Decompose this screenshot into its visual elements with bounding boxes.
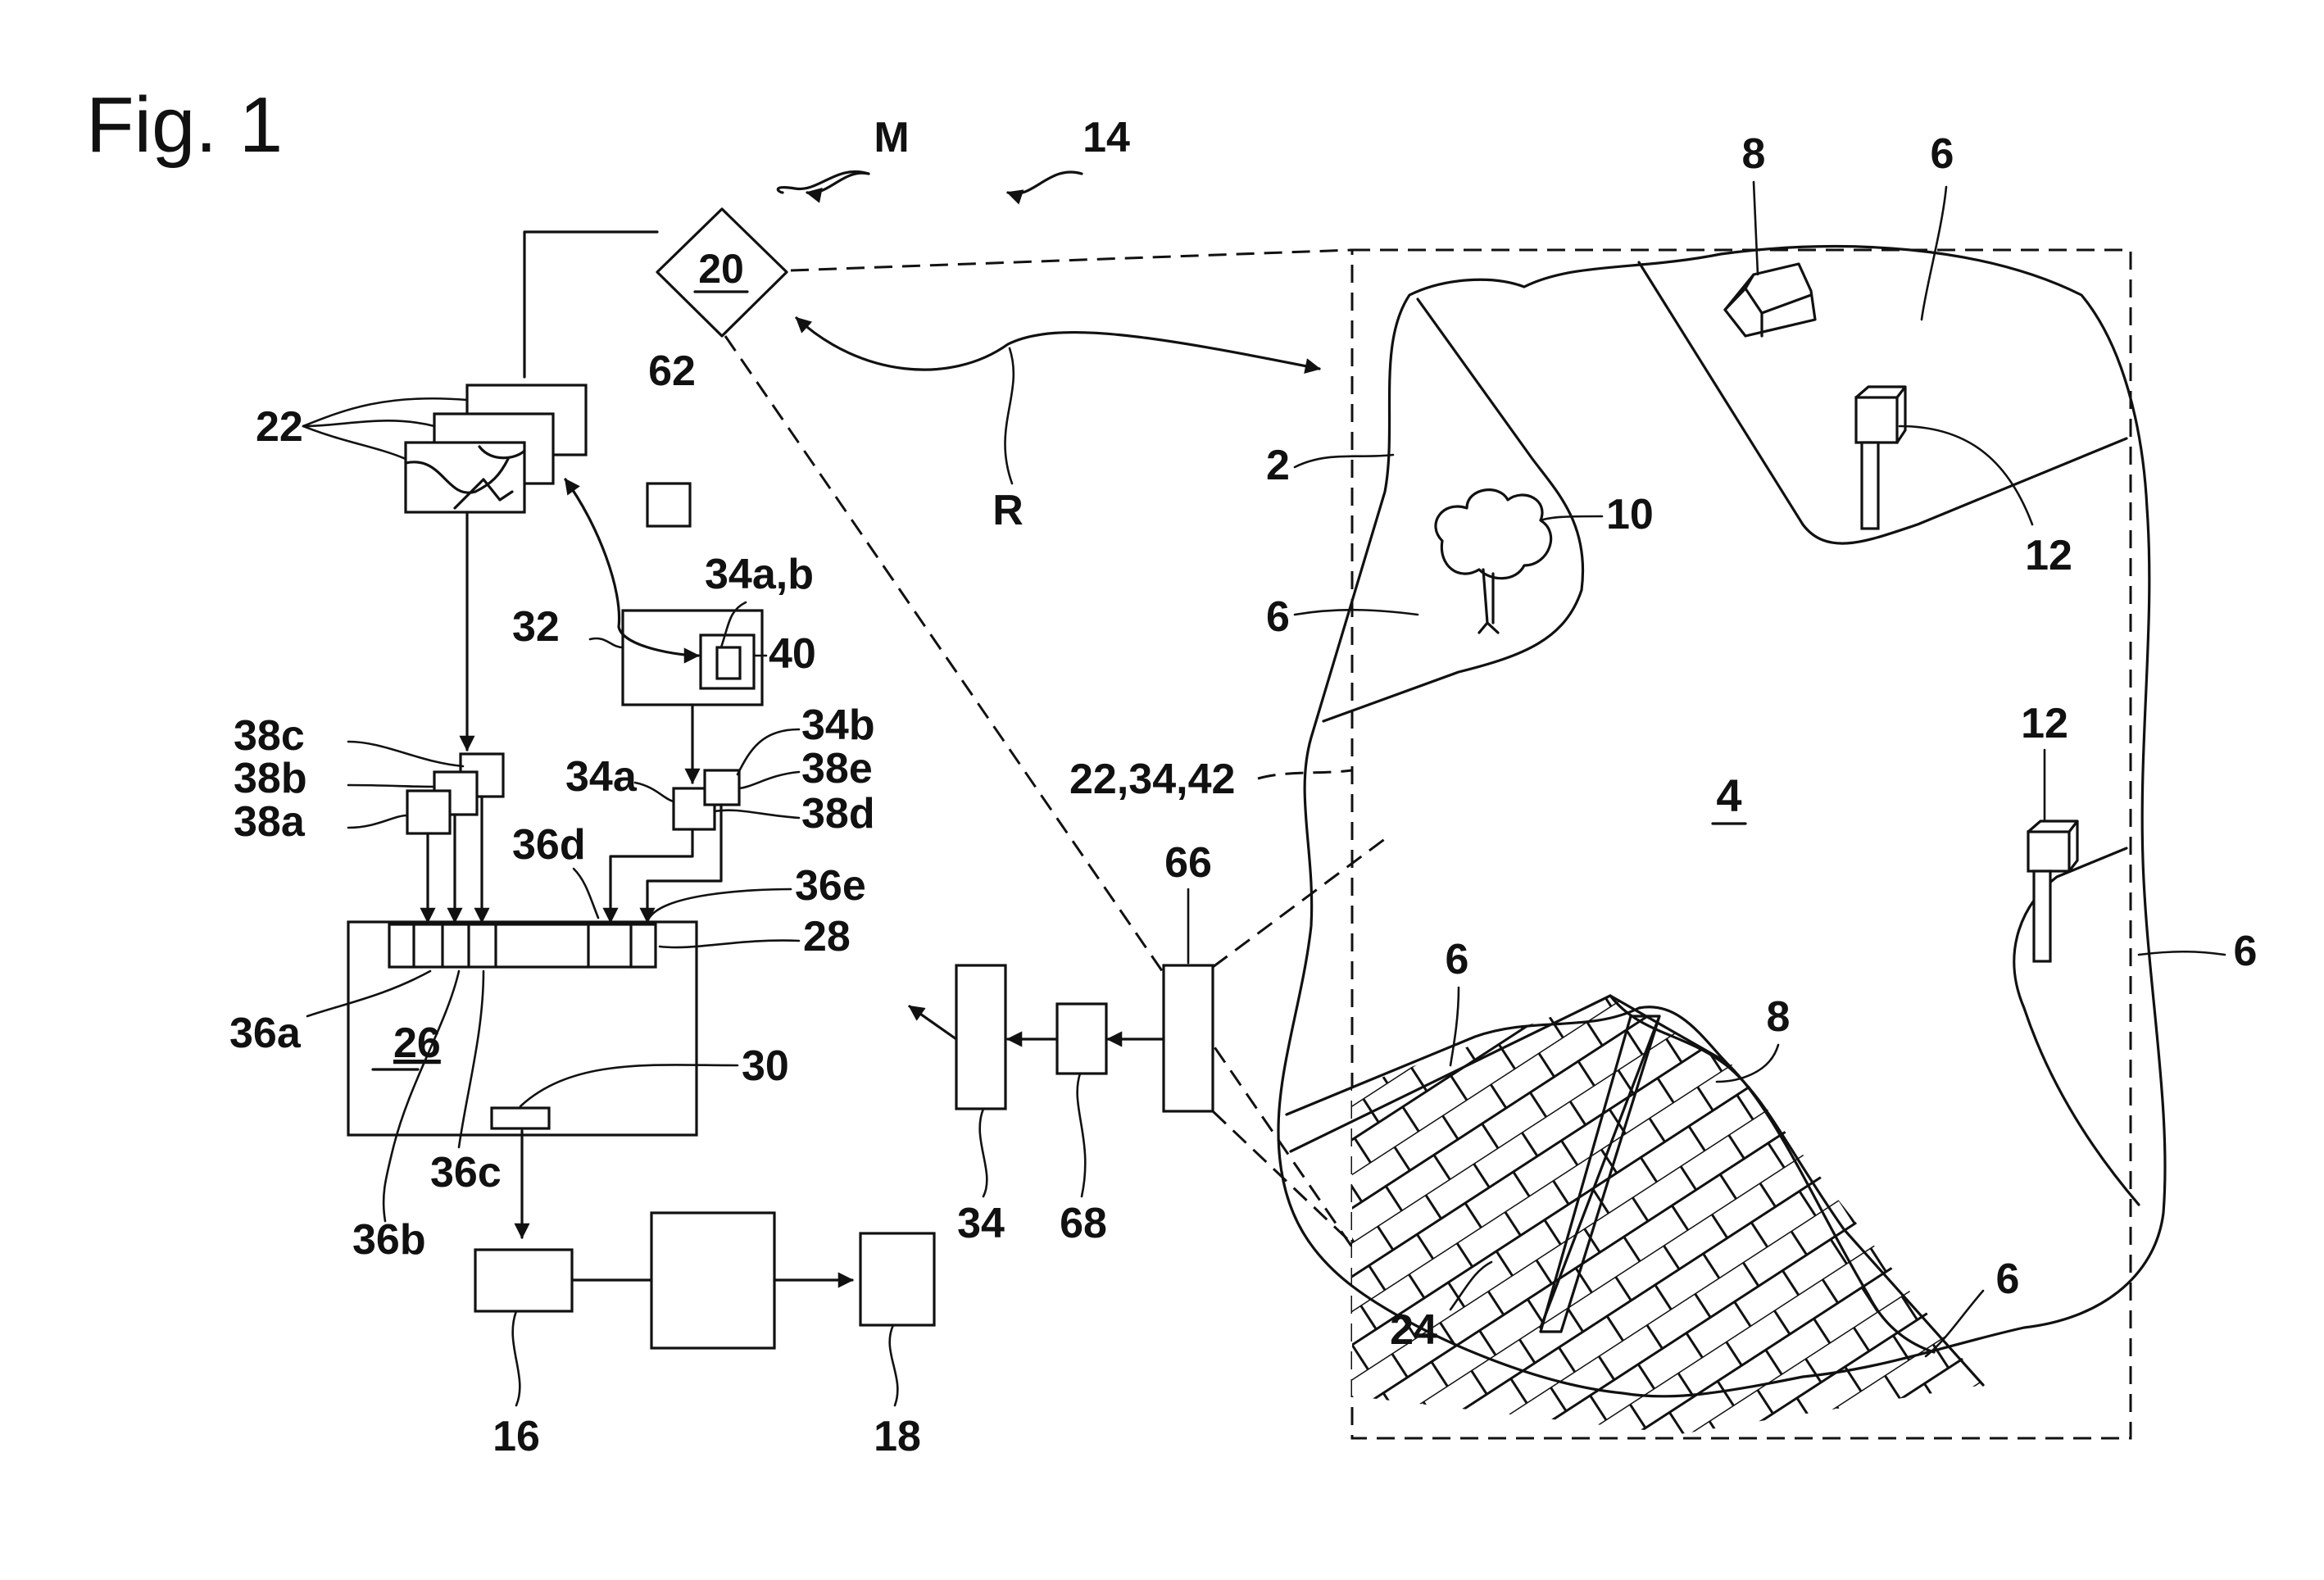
projection-top (790, 248, 1353, 272)
label-16: 16 (492, 1413, 540, 1460)
house-icon (1723, 262, 1817, 338)
label-34a: 34a (565, 753, 638, 801)
label-36c: 36c (430, 1149, 502, 1196)
label-36b: 36b (352, 1216, 426, 1264)
label-22-34-42: 22,34,42 (1069, 756, 1235, 803)
label-68: 68 (1060, 1200, 1107, 1247)
link-20-22 (523, 230, 659, 379)
label-34b: 34b (801, 701, 875, 749)
label-8-bottom: 8 (1767, 993, 1791, 1041)
label-10: 10 (1606, 491, 1654, 538)
map-area (1352, 996, 1983, 1434)
label-38c: 38c (234, 712, 305, 760)
image-stack-22 (404, 384, 588, 514)
zoom-frame (1350, 248, 2132, 1440)
label-14: 14 (1083, 114, 1130, 161)
label-38a: 38a (234, 798, 306, 846)
lamp-post-icon (1854, 385, 1907, 530)
device-32 (621, 609, 764, 706)
label-12-right: 12 (2021, 700, 2068, 747)
label-36a: 36a (229, 1010, 302, 1057)
label-6-top: 6 (1931, 130, 1954, 178)
label-36e: 36e (795, 862, 866, 910)
label-6-left: 6 (1266, 593, 1290, 641)
label-34: 34 (957, 1200, 1005, 1247)
label-24: 24 (1390, 1306, 1437, 1354)
label-22: 22 (256, 403, 303, 451)
label-6-bottom-left: 6 (1446, 936, 1469, 983)
processing-unit-26 (347, 920, 698, 1137)
figure-title: Fig. 1 (86, 81, 283, 169)
blocks-38abc (406, 752, 505, 835)
label-R: R (992, 487, 1024, 534)
arrow-R (795, 316, 1321, 375)
label-36d: 36d (512, 821, 586, 869)
label-32: 32 (512, 603, 560, 651)
label-6-right: 6 (2234, 928, 2258, 975)
label-M: M (874, 114, 909, 161)
block-62 (646, 482, 692, 528)
label-30: 30 (742, 1042, 789, 1090)
lawn-boundary (1277, 245, 2167, 1398)
sensor-chain (908, 964, 1214, 1113)
label-2: 2 (1266, 442, 1290, 489)
label-8-top: 8 (1742, 130, 1766, 178)
label-38e: 38e (801, 745, 873, 792)
label-6-bottom-right: 6 (1996, 1255, 2020, 1303)
label-62: 62 (648, 347, 696, 395)
label-18: 18 (874, 1413, 921, 1460)
label-40: 40 (769, 630, 816, 678)
label-38b: 38b (234, 755, 307, 802)
bottom-chain (474, 1211, 936, 1350)
arrow-22-32 (564, 478, 700, 664)
arrow-M (776, 170, 870, 194)
label-4: 4 (1716, 770, 1741, 821)
control-unit-20 (656, 207, 788, 338)
blocks-34ab (672, 769, 741, 831)
label-12-top: 12 (2025, 532, 2072, 579)
label-28: 28 (803, 913, 851, 960)
label-20: 20 (698, 246, 744, 292)
label-38d: 38d (801, 790, 875, 838)
tree-icon (1434, 488, 1553, 634)
label-34ab: 34a,b (705, 551, 814, 598)
label-66: 66 (1164, 839, 1212, 887)
lamp-post-icon (2027, 820, 2079, 963)
